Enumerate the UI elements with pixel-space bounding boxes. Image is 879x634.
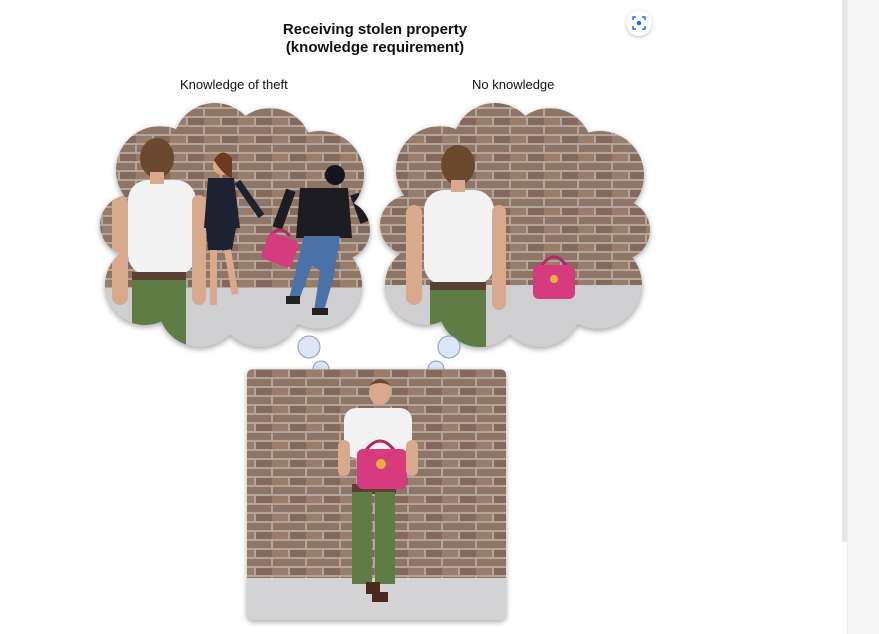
visual-search-button[interactable] xyxy=(626,10,652,36)
vertical-scrollbar[interactable] xyxy=(842,0,847,542)
bottom-scene-panel xyxy=(247,369,506,620)
right-thought-cloud xyxy=(380,103,650,347)
figure-title-line1: Receiving stolen property xyxy=(282,21,468,38)
right-panel-label: No knowledge xyxy=(472,77,555,92)
illustration xyxy=(100,103,650,620)
image-viewer: Receiving stolen property (knowledge req… xyxy=(100,10,652,620)
figure-title-line2: (knowledge requirement) xyxy=(285,39,465,56)
left-thought-cloud xyxy=(100,103,370,347)
left-panel-label: Knowledge of theft xyxy=(180,77,288,92)
lens-scan-icon xyxy=(632,16,646,30)
figure-title: Receiving stolen property (knowledge req… xyxy=(240,21,510,57)
side-panel-edge xyxy=(847,0,879,634)
